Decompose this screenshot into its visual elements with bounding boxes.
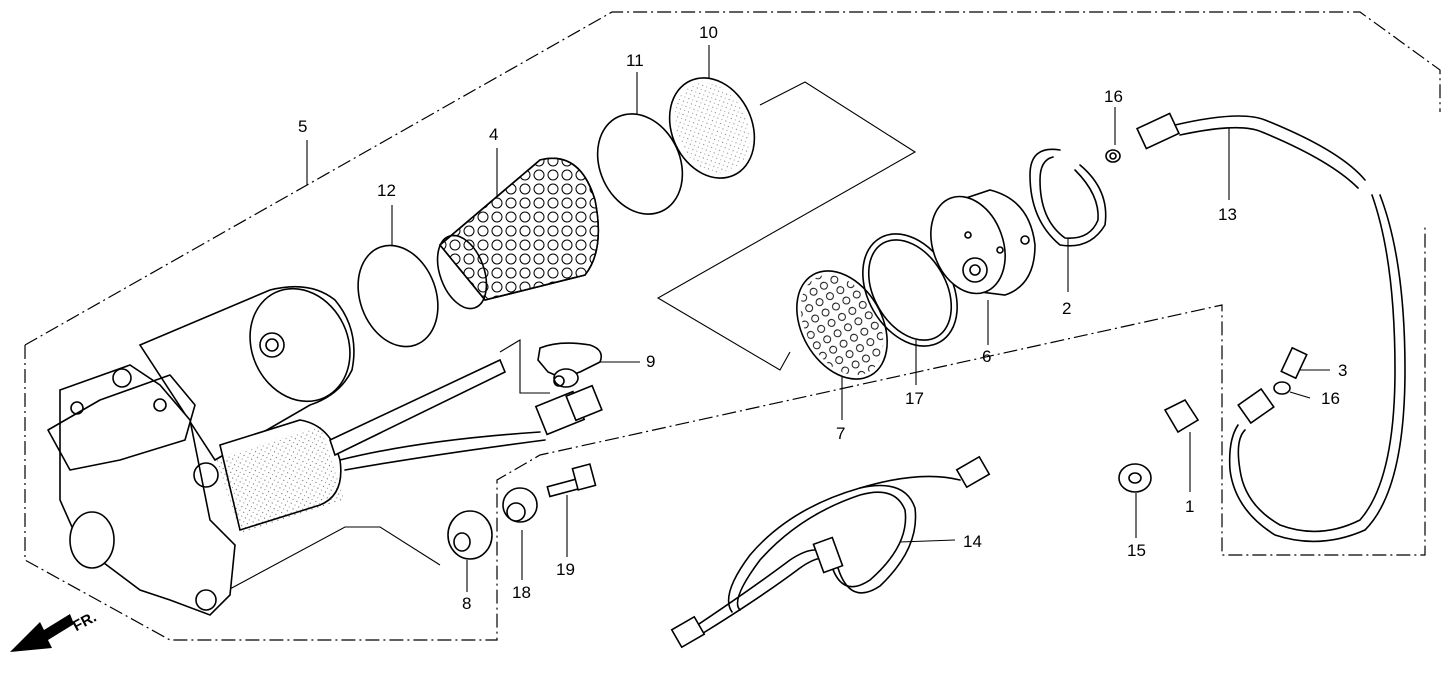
callout-8: 8 xyxy=(462,594,472,613)
callout-15: 15 xyxy=(1127,541,1146,560)
callout-18: 18 xyxy=(512,583,531,602)
assembly-outline-left xyxy=(24,225,1426,641)
disc-part-10-texture xyxy=(674,82,750,174)
callout-16-top: 16 xyxy=(1104,87,1123,106)
filter-cap-part-12 xyxy=(357,244,439,348)
callout-5: 5 xyxy=(298,117,308,136)
callout-3: 3 xyxy=(1338,361,1348,380)
assembly-outline xyxy=(24,11,1441,346)
grommet-part-8 xyxy=(447,510,493,560)
hose-part-9 xyxy=(537,342,603,388)
callout-4: 4 xyxy=(489,125,499,144)
cable-part-14 xyxy=(670,455,991,649)
callout-14: 14 xyxy=(963,532,982,551)
collar-part-18 xyxy=(502,487,538,523)
housing-part-6 xyxy=(930,189,1036,296)
callout-12: 12 xyxy=(377,181,396,200)
tube-part-13 xyxy=(1135,112,1406,543)
callout-16-right: 16 xyxy=(1321,389,1340,408)
callout-11: 11 xyxy=(626,51,644,70)
starter-motor xyxy=(47,285,603,616)
washer-part-16 xyxy=(1105,149,1121,163)
callout-1: 1 xyxy=(1185,497,1195,516)
callout-10: 10 xyxy=(699,23,718,42)
washer-part-16b xyxy=(1273,381,1291,395)
callout-13: 13 xyxy=(1218,205,1237,224)
front-direction-arrow xyxy=(10,614,74,652)
filter-bracket xyxy=(656,81,917,371)
screen-part-7 xyxy=(796,270,888,380)
air-filter-part-4 xyxy=(436,157,600,310)
callout-2: 2 xyxy=(1062,299,1072,318)
leader-lines xyxy=(227,45,1330,592)
callout-19: 19 xyxy=(556,560,575,579)
grommet-part-15 xyxy=(1118,463,1152,493)
fitting-part-3 xyxy=(1280,346,1308,380)
bolt-part-19 xyxy=(546,463,597,498)
snap-ring-part-2 xyxy=(1029,148,1107,247)
callout-17: 17 xyxy=(905,389,924,408)
callout-6: 6 xyxy=(982,347,992,366)
callout-7: 7 xyxy=(836,424,846,443)
callout-9: 9 xyxy=(646,352,656,371)
clip-part-1 xyxy=(1163,398,1200,434)
